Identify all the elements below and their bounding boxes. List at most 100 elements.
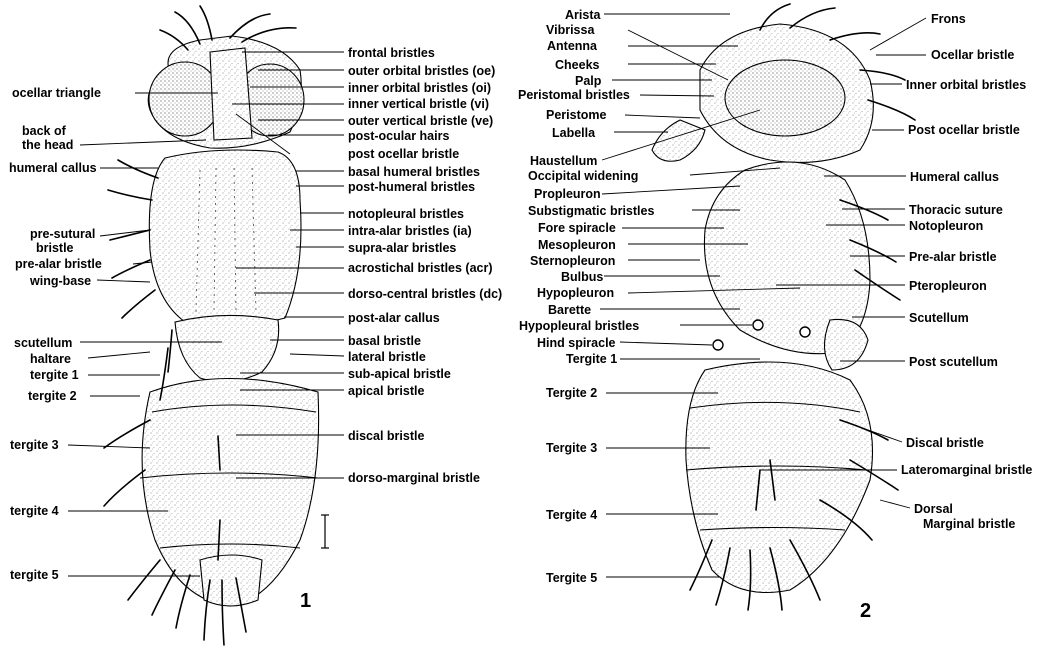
fig2-left-leader-line: [602, 186, 740, 194]
scale-bar: [321, 515, 329, 548]
fig2-left-label: Hypopleuron: [537, 286, 614, 300]
fig2-left-label: Peristomal bristles: [518, 88, 630, 102]
fig2-left-label: Tergite 2: [546, 386, 597, 400]
fig2-right-label: Lateromarginal bristle: [901, 463, 1032, 477]
fig2-right-label: Pre-alar bristle: [909, 250, 997, 264]
fig2-scutellum: [824, 319, 868, 370]
fig2-right-leader-line: [868, 430, 902, 442]
fig1-left-eye: [149, 62, 221, 136]
fig2-left-label: Tergite 5: [546, 571, 597, 585]
fig2-right-label: Pteropleuron: [909, 279, 987, 293]
fig1-right-label: apical bristle: [348, 384, 424, 398]
fig2-right-label: Dorsal: [914, 502, 953, 516]
fig1-right-label: notopleural bristles: [348, 207, 464, 221]
fig1-right-label: supra-alar bristles: [348, 241, 456, 255]
fig1-left-label: pre-sutural: [30, 227, 95, 241]
fig1-left-label: wing-base: [30, 274, 91, 288]
fig1-left-label: tergite 3: [10, 438, 59, 452]
fig2-left-label: Mesopleuron: [538, 238, 616, 252]
fig2-left-label: Peristome: [546, 108, 606, 122]
fig1-right-label: basal humeral bristles: [348, 165, 480, 179]
fig2-left-label: Substigmatic bristles: [528, 204, 654, 218]
fig2-left-label: Tergite 3: [546, 441, 597, 455]
figure1-number: 1: [300, 590, 311, 613]
fig1-left-label: scutellum: [14, 336, 72, 350]
fig1-left-label: the head: [22, 138, 73, 152]
fig1-left-label: bristle: [36, 241, 74, 255]
fig1-left-label: humeral callus: [9, 161, 97, 175]
fig1-left-label: pre-alar bristle: [15, 257, 102, 271]
fig2-right-label: Frons: [931, 12, 966, 26]
fig2-left-label: Labella: [552, 126, 595, 140]
fig2-right-label: Scutellum: [909, 311, 969, 325]
fig2-right-label: Thoracic suture: [909, 203, 1003, 217]
fig2-left-label: Tergite 1: [566, 352, 617, 366]
fig2-right-label: Inner orbital bristles: [906, 78, 1026, 92]
fig1-right-label: post ocellar bristle: [348, 147, 459, 161]
fig1-left-label: tergite 4: [10, 504, 59, 518]
fig1-left-leader-line: [97, 280, 150, 282]
fig2-left-label: Barette: [548, 303, 591, 317]
fig1-left-leader-line: [88, 352, 150, 358]
fig2-right-label: Humeral callus: [910, 170, 999, 184]
fig1-right-label: post-ocular hairs: [348, 129, 449, 143]
fig2-left-label: Occipital widening: [528, 169, 638, 183]
fig1-right-label: frontal bristles: [348, 46, 435, 60]
fig2-right-label: Marginal bristle: [923, 517, 1015, 531]
fig2-left-leader-line: [625, 115, 700, 118]
fig1-right-label: post-alar callus: [348, 311, 440, 325]
fig1-scutellum: [175, 315, 279, 381]
figure2-body: [652, 24, 873, 593]
fig1-right-label: acrostichal bristles (acr): [348, 261, 493, 275]
fig2-left-label: Arista: [565, 8, 600, 22]
fig1-right-label: sub-apical bristle: [348, 367, 451, 381]
fig2-left-label: Bulbus: [561, 270, 603, 284]
fig2-left-label: Haustellum: [530, 154, 597, 168]
fig2-eye: [725, 60, 845, 136]
fig2-left-label: Antenna: [547, 39, 597, 53]
fig2-right-label: Post scutellum: [909, 355, 998, 369]
fig1-left-leader-line: [100, 230, 150, 236]
fig1-right-label: post-humeral bristles: [348, 180, 475, 194]
fig2-left-label: Hind spiracle: [537, 336, 616, 350]
fig2-left-label: Tergite 4: [546, 508, 597, 522]
fig1-right-leader-line: [290, 354, 344, 356]
fig1-right-label: outer vertical bristle (ve): [348, 114, 493, 128]
fig1-right-label: inner vertical bristle (vi): [348, 97, 489, 111]
fig2-left-label: Hypopleural bristles: [519, 319, 639, 333]
fig2-left-label: Sternopleuron: [530, 254, 615, 268]
fig2-abdomen: [686, 362, 873, 593]
fig2-right-label: Notopleuron: [909, 219, 983, 233]
fig1-right-label: lateral bristle: [348, 350, 426, 364]
fig2-right-leader-line: [880, 500, 910, 508]
fig1-right-label: discal bristle: [348, 429, 424, 443]
fig1-frons: [210, 48, 252, 140]
fig1-right-label: inner orbital bristles (oi): [348, 81, 491, 95]
fig1-right-label: basal bristle: [348, 334, 421, 348]
fig2-right-label: Post ocellar bristle: [908, 123, 1020, 137]
fig1-right-label: outer orbital bristles (oe): [348, 64, 495, 78]
fig1-left-leader-line: [68, 445, 150, 448]
fig1-left-label: tergite 5: [10, 568, 59, 582]
fig1-thorax: [149, 150, 301, 325]
fig2-left-label: Propleuron: [534, 187, 601, 201]
fig1-left-label: haltare: [30, 352, 71, 366]
fig2-proboscis: [652, 120, 705, 161]
fig2-left-leader-line: [620, 342, 712, 345]
fig2-left-label: Cheeks: [555, 58, 599, 72]
fig2-left-label: Vibrissa: [546, 23, 594, 37]
fig1-right-label: intra-alar bristles (ia): [348, 224, 472, 238]
figure1-body: [140, 36, 319, 606]
fig1-left-label: ocellar triangle: [12, 86, 101, 100]
fig1-left-label: tergite 2: [28, 389, 77, 403]
fig2-right-label: Discal bristle: [906, 436, 984, 450]
fig2-left-label: Fore spiracle: [538, 221, 616, 235]
fig1-left-label: back of: [22, 124, 66, 138]
fig2-left-label: Palp: [575, 74, 601, 88]
figure2-number: 2: [860, 600, 871, 623]
fig1-right-label: dorso-central bristles (dc): [348, 287, 502, 301]
fig1-left-label: tergite 1: [30, 368, 79, 382]
fig1-right-label: dorso-marginal bristle: [348, 471, 480, 485]
fig2-right-label: Ocellar bristle: [931, 48, 1014, 62]
